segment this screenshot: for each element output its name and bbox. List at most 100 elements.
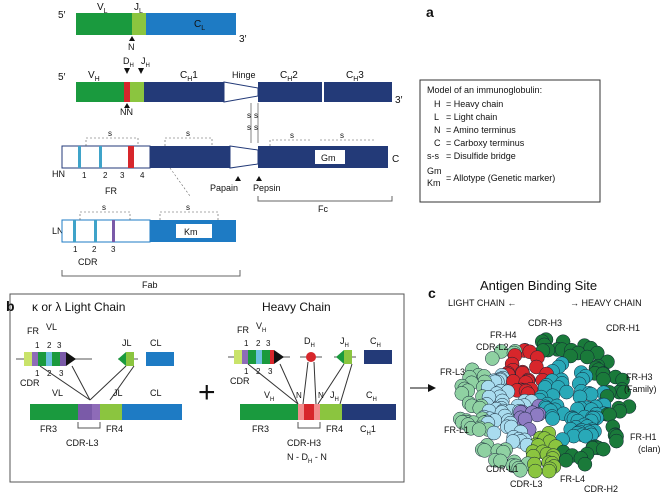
svg-text:3′: 3′ (239, 34, 247, 45)
svg-text:s: s (247, 123, 251, 132)
svg-text:JL: JL (113, 388, 123, 398)
svg-text:JH: JH (330, 390, 339, 403)
light-chain-segments: FR VL 1 2 3 1 2 3 CDR JL CL VL JL CL FR3… (16, 322, 182, 448)
svg-text:= Allotype (Genetic marker): = Allotype (Genetic marker) (446, 173, 555, 183)
svg-text:CL: CL (150, 388, 162, 398)
svg-text:CDR-H3: CDR-H3 (528, 318, 562, 328)
atom-sphere (616, 384, 631, 400)
atom-sphere (513, 463, 528, 478)
svg-text:3: 3 (268, 367, 273, 376)
svg-text:Fc: Fc (318, 204, 328, 214)
svg-text:VL: VL (46, 322, 57, 332)
svg-text:2: 2 (103, 171, 108, 180)
svg-text:CDR-L1: CDR-L1 (486, 464, 519, 474)
atom-sphere (602, 407, 617, 422)
svg-text:s-s: s-s (427, 151, 439, 161)
svg-text:2: 2 (92, 245, 97, 254)
svg-text:1: 1 (82, 171, 87, 180)
atom-sphere (527, 463, 543, 479)
svg-text:3: 3 (59, 369, 64, 378)
svg-text:Gm: Gm (321, 153, 336, 163)
svg-text:2: 2 (256, 367, 261, 376)
svg-text:1: 1 (35, 369, 40, 378)
svg-text:JH: JH (141, 56, 150, 69)
atom-sphere (596, 441, 611, 457)
panel-c-labels: CDR-H3 FR-H4 CDR-L2 FR-L3 FR-L1 CDR-L1 C… (440, 318, 661, 493)
atom-sphere (477, 443, 492, 458)
svg-text:FR: FR (27, 326, 39, 336)
svg-text:FR4: FR4 (106, 424, 123, 434)
svg-text:s: s (186, 129, 190, 138)
svg-text:s: s (340, 131, 344, 140)
panel-b-frame (9, 293, 405, 483)
svg-text:CH: CH (366, 390, 377, 403)
svg-text:L: L (434, 112, 439, 122)
atom-sphere (579, 349, 595, 365)
svg-text:Papain: Papain (210, 183, 238, 193)
svg-text:CDR: CDR (230, 376, 250, 386)
svg-text:N: N (128, 42, 135, 52)
svg-text:Hinge: Hinge (232, 70, 256, 80)
svg-text:FR-L4: FR-L4 (560, 474, 585, 484)
atom-sphere (596, 372, 611, 387)
svg-text:CH1: CH1 (180, 70, 198, 83)
svg-text:Model of an immunoglobulin:: Model of an immunoglobulin: (427, 85, 542, 95)
svg-text:CDR: CDR (78, 257, 98, 267)
svg-text:4: 4 (140, 171, 145, 180)
heavy-chain-title: Heavy Chain (262, 300, 331, 314)
light-chain-protein: LN Km 1 2 3 CDR Fab s s Fab (52, 203, 241, 290)
svg-text:CDR-H1: CDR-H1 (606, 323, 640, 333)
heavy-chain-protein: HN Gm C 1 2 3 4 FR s s s s Papain Pepsin (52, 129, 399, 214)
svg-text:Km: Km (184, 227, 198, 237)
svg-text:CH1: CH1 (360, 424, 376, 437)
atom-sphere (609, 433, 624, 449)
svg-text:NN: NN (120, 107, 133, 117)
svg-text:CDR-L2: CDR-L2 (476, 342, 509, 352)
panel-a-label: a (426, 4, 434, 20)
legend-box: Model of an immunoglobulin: H = Heavy ch… (419, 79, 601, 203)
svg-text:VH: VH (256, 321, 266, 334)
svg-text:CDR-H3: CDR-H3 (287, 438, 321, 448)
atom-sphere (485, 351, 500, 366)
svg-text:s: s (254, 111, 258, 120)
svg-text:CDR-H2: CDR-H2 (584, 484, 618, 493)
svg-text:FR3: FR3 (252, 424, 269, 434)
svg-text:CH3: CH3 (346, 70, 364, 83)
svg-text:(Family): (Family) (624, 384, 657, 394)
svg-text:DH: DH (123, 56, 134, 69)
svg-text:VH: VH (264, 390, 274, 403)
light-chain-arrow-label: LIGHT CHAIN ← (448, 298, 516, 308)
svg-text:JL: JL (122, 338, 132, 348)
light-chain-gene: 5′ 3′ VL JL CL N (58, 2, 247, 52)
svg-text:Gm: Gm (427, 166, 442, 176)
svg-text:C: C (392, 154, 399, 165)
svg-text:1: 1 (244, 339, 249, 348)
svg-text:FR-L1: FR-L1 (444, 425, 469, 435)
svg-text:VL: VL (52, 388, 63, 398)
svg-text:CDR-L3: CDR-L3 (510, 479, 543, 489)
svg-text:N: N (318, 391, 324, 400)
svg-text:= Carboxy terminus: = Carboxy terminus (446, 138, 525, 148)
svg-text:DH: DH (304, 336, 315, 349)
svg-text:CDR: CDR (20, 378, 40, 388)
svg-text:2: 2 (256, 339, 261, 348)
svg-text:s: s (102, 203, 106, 212)
svg-text:1: 1 (244, 367, 249, 376)
svg-text:JL: JL (134, 2, 143, 15)
svg-text:1: 1 (73, 245, 78, 254)
svg-text:3: 3 (266, 339, 271, 348)
svg-text:s: s (108, 129, 112, 138)
svg-text:s: s (186, 203, 190, 212)
svg-text:s: s (254, 123, 258, 132)
svg-text:H: H (434, 99, 441, 109)
light-chain-title: κ or λ Light Chain (32, 300, 125, 314)
heavy-chain-gene: 5′ 3′ VH DH JH CH1 Hinge CH2 CH3 NN (58, 56, 403, 117)
svg-text:Fab: Fab (142, 280, 158, 290)
atom-sphere (558, 453, 574, 468)
antigen-binding-site-title: Antigen Binding Site (480, 278, 597, 293)
svg-text:= Light chain: = Light chain (446, 112, 497, 122)
svg-text:3: 3 (120, 171, 125, 180)
svg-text:= Amino terminus: = Amino terminus (446, 125, 516, 135)
atom-sphere (486, 425, 502, 441)
